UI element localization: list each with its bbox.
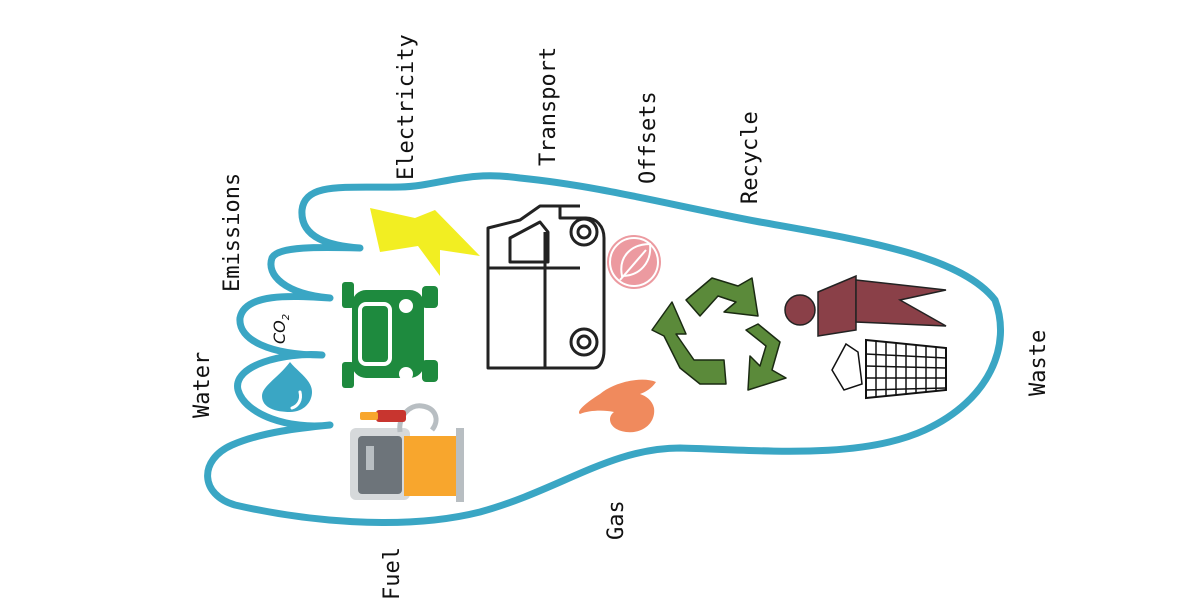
recycle-icon bbox=[651, 277, 787, 391]
label-recycle: Recycle bbox=[738, 111, 763, 204]
label-emissions: Emissions bbox=[220, 172, 245, 292]
co2-text: CO bbox=[270, 320, 289, 344]
water-drop-icon bbox=[262, 362, 312, 412]
co2-icon: CO2 bbox=[270, 314, 292, 344]
label-waste: Waste bbox=[1026, 329, 1051, 396]
label-fuel: Fuel bbox=[380, 547, 405, 600]
waste-bin-icon bbox=[784, 274, 947, 400]
lightning-icon bbox=[370, 208, 480, 276]
car-icon bbox=[342, 282, 438, 388]
svg-text:CO2: CO2 bbox=[270, 314, 292, 344]
label-transport: Transport bbox=[536, 46, 561, 166]
label-electricity: Electricity bbox=[394, 34, 419, 180]
van-icon bbox=[486, 204, 606, 370]
co2-subscript: 2 bbox=[281, 314, 292, 320]
flame-icon bbox=[578, 379, 656, 433]
label-water: Water bbox=[190, 351, 215, 418]
footprint-outline bbox=[204, 172, 1005, 527]
fuel-pump-icon bbox=[350, 403, 464, 502]
leaf-offset-icon bbox=[607, 235, 661, 289]
label-offsets: Offsets bbox=[636, 91, 661, 184]
label-gas: Gas bbox=[604, 500, 629, 540]
